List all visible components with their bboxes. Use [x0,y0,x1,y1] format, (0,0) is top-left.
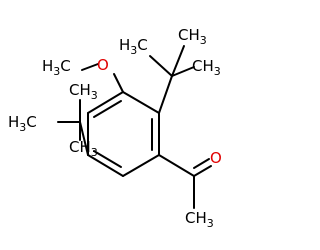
tbu-left-bottom-methyl-label: CH3 [69,138,98,159]
bond-tbu-right-top [171,45,185,77]
bond-ring-carbonyl-c [158,154,195,177]
ring-double-bond-inner-top-left [93,100,122,118]
methoxy-oxygen-label: O [97,56,109,74]
bond-tbu-right-left [149,55,173,77]
acetophenone-structure-diagram: O H3C CH3 H3C CH3 CH3 H3C CH3 O [8,26,222,230]
bond-carbonyl-double-1 [193,165,212,177]
acetyl-methyl-label: CH3 [185,209,214,230]
ring-bond-c3-c4 [122,154,160,177]
carbonyl-oxygen-label: O [210,149,222,167]
ring-bond-c4-c5 [87,154,124,177]
bond-tbu-right-bottom [171,66,195,77]
bond-carbonyl-double-2 [193,158,210,169]
tbu-left-top-methyl-label: CH3 [69,81,98,102]
methoxy-methyl-label: H3C [42,57,71,78]
tbu-right-left-methyl-label: H3C [119,36,148,57]
ring-double-bond-inner-bottom-left [93,150,122,168]
bonds [57,45,212,209]
bond-methoxy-o-ch3 [81,63,99,71]
ring-bond-c1-c2 [122,91,160,114]
tbu-right-top-methyl-label: CH3 [178,26,207,47]
tbu-left-left-methyl-label: H3C [8,113,37,134]
atom-labels: O H3C CH3 H3C CH3 CH3 H3C CH3 O [8,26,222,230]
ring-bond-c6-c1 [87,91,124,114]
bond-ring-tbu-right [158,75,173,114]
tbu-right-bottom-methyl-label: CH3 [192,57,221,78]
bond-ring-methoxy-o [113,73,124,93]
bond-ring-tbu-left [79,121,89,156]
